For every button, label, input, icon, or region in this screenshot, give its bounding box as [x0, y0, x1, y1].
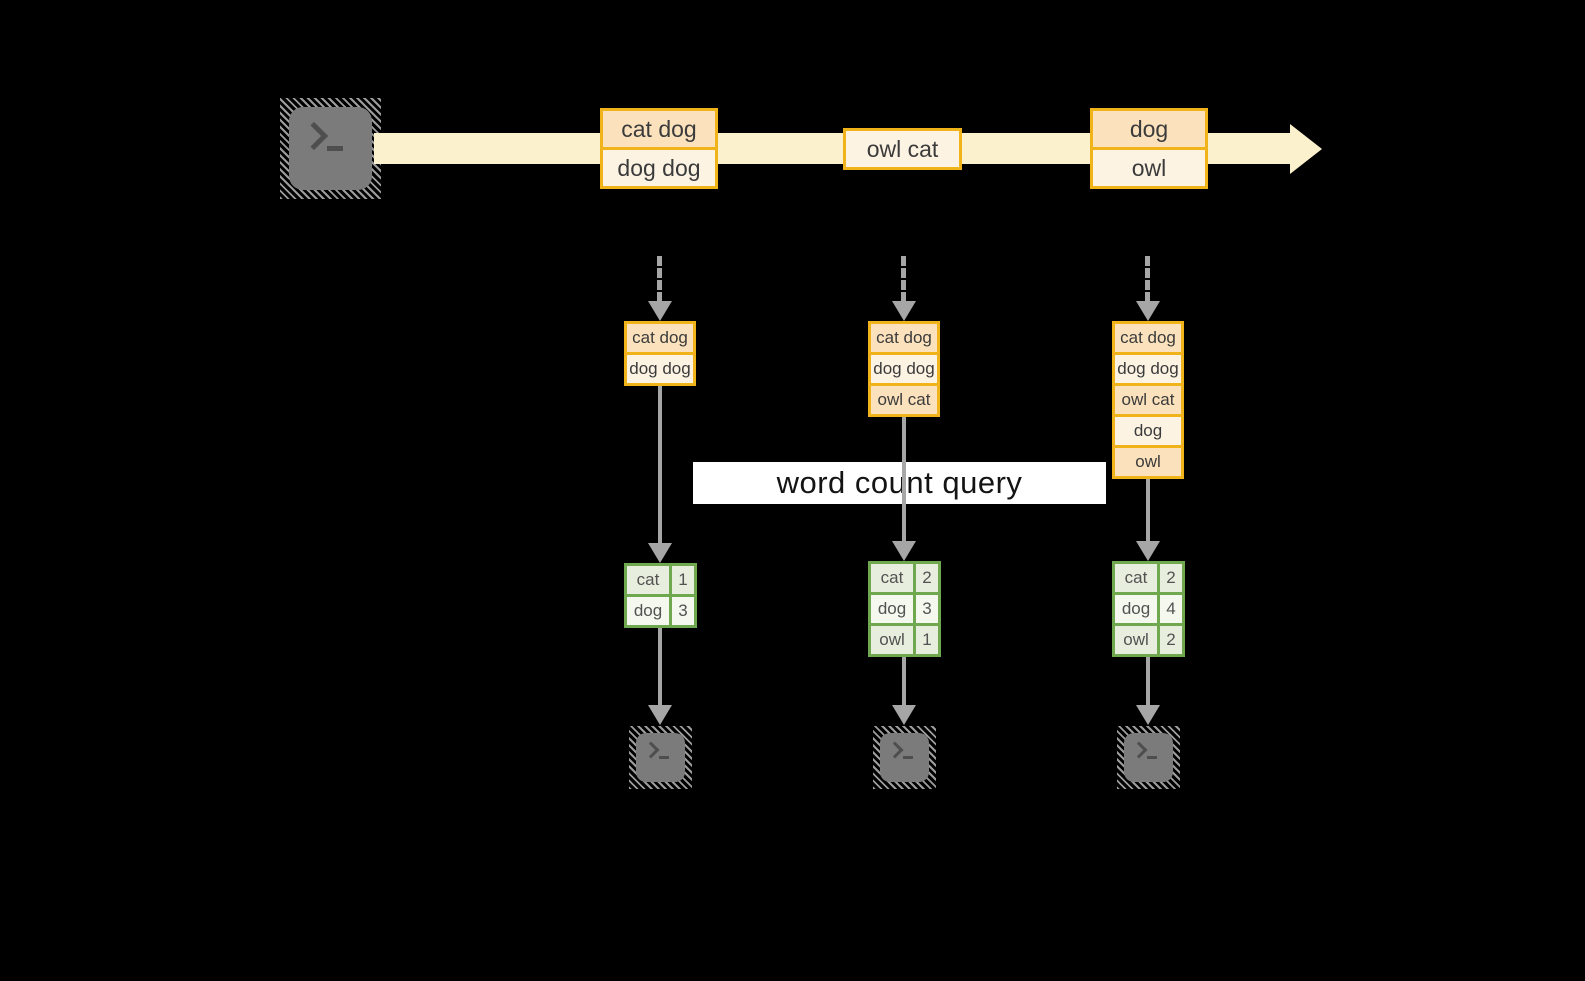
buffer-row: cat dog [871, 324, 937, 352]
prompt-underscore-icon [1147, 756, 1157, 759]
down-arrow-line [1146, 657, 1150, 705]
query-label: word count query [776, 465, 1023, 500]
prompt-underscore-icon [659, 756, 669, 759]
count-cell: 4 [1160, 595, 1182, 623]
buffer-row: owl [1115, 448, 1181, 476]
prompt-underscore-icon [327, 146, 343, 151]
prompt-underscore-icon [903, 756, 913, 759]
count-table-2: cat 2 dog 3 owl 1 [868, 561, 941, 657]
down-arrow-icon [892, 301, 916, 321]
right-arrow-icon [1290, 124, 1322, 174]
count-cell: 2 [916, 564, 938, 592]
stream-message: owl cat [846, 131, 959, 167]
word-cell: cat [871, 564, 913, 592]
buffer-row: dog dog [871, 355, 937, 383]
stream-message-batch-1: cat dog dog dog [600, 108, 718, 189]
stream-message: dog [1093, 111, 1205, 147]
down-arrow-icon [648, 543, 672, 563]
stream-message-batch-3: dog owl [1090, 108, 1208, 189]
stream-message: cat dog [603, 111, 715, 147]
down-arrow-dashed-line [657, 256, 662, 302]
count-cell: 1 [672, 566, 694, 594]
prompt-chevron-icon [642, 741, 660, 759]
down-arrow-dashed-line [1145, 256, 1150, 302]
buffer-row: owl cat [1115, 386, 1181, 414]
down-arrow-icon [648, 301, 672, 321]
word-cell: owl [1115, 626, 1157, 654]
stream-message: dog dog [603, 150, 715, 186]
down-arrow-icon [648, 705, 672, 725]
query-label-box: word count query [693, 462, 1106, 504]
count-table-1: cat 1 dog 3 [624, 563, 697, 628]
stream-message-batch-2: owl cat [843, 128, 962, 170]
terminal-screen [289, 107, 372, 190]
count-cell: 3 [672, 597, 694, 625]
down-arrow-icon [1136, 541, 1160, 561]
terminal-screen [1124, 733, 1173, 782]
terminal-icon [280, 98, 381, 199]
terminal-icon [1117, 726, 1180, 789]
down-arrow-line [1146, 479, 1150, 543]
down-arrow-line [902, 417, 906, 543]
word-cell: dog [871, 595, 913, 623]
word-cell: cat [627, 566, 669, 594]
terminal-screen [636, 733, 685, 782]
buffer-row: dog [1115, 417, 1181, 445]
count-cell: 3 [916, 595, 938, 623]
terminal-screen [880, 733, 929, 782]
prompt-chevron-icon [299, 121, 329, 151]
down-arrow-line [658, 386, 662, 545]
count-cell: 2 [1160, 564, 1182, 592]
word-cell: dog [627, 597, 669, 625]
down-arrow-line [658, 628, 662, 705]
count-table-3: cat 2 dog 4 owl 2 [1112, 561, 1185, 657]
down-arrow-icon [892, 705, 916, 725]
buffer-row: owl cat [871, 386, 937, 414]
down-arrow-icon [892, 541, 916, 561]
word-cell: cat [1115, 564, 1157, 592]
down-arrow-dashed-line [901, 256, 906, 302]
stream-message: owl [1093, 150, 1205, 186]
terminal-icon [629, 726, 692, 789]
buffer-row: cat dog [627, 324, 693, 352]
down-arrow-line [902, 657, 906, 705]
prompt-chevron-icon [1130, 741, 1148, 759]
word-cell: owl [871, 626, 913, 654]
down-arrow-icon [1136, 705, 1160, 725]
count-cell: 2 [1160, 626, 1182, 654]
buffer-row: dog dog [1115, 355, 1181, 383]
buffer-stack-2: cat dog dog dog owl cat [868, 321, 940, 417]
buffer-row: dog dog [627, 355, 693, 383]
buffer-stack-3: cat dog dog dog owl cat dog owl [1112, 321, 1184, 479]
prompt-chevron-icon [886, 741, 904, 759]
terminal-icon [873, 726, 936, 789]
buffer-stack-1: cat dog dog dog [624, 321, 696, 386]
word-cell: dog [1115, 595, 1157, 623]
down-arrow-icon [1136, 301, 1160, 321]
count-cell: 1 [916, 626, 938, 654]
buffer-row: cat dog [1115, 324, 1181, 352]
